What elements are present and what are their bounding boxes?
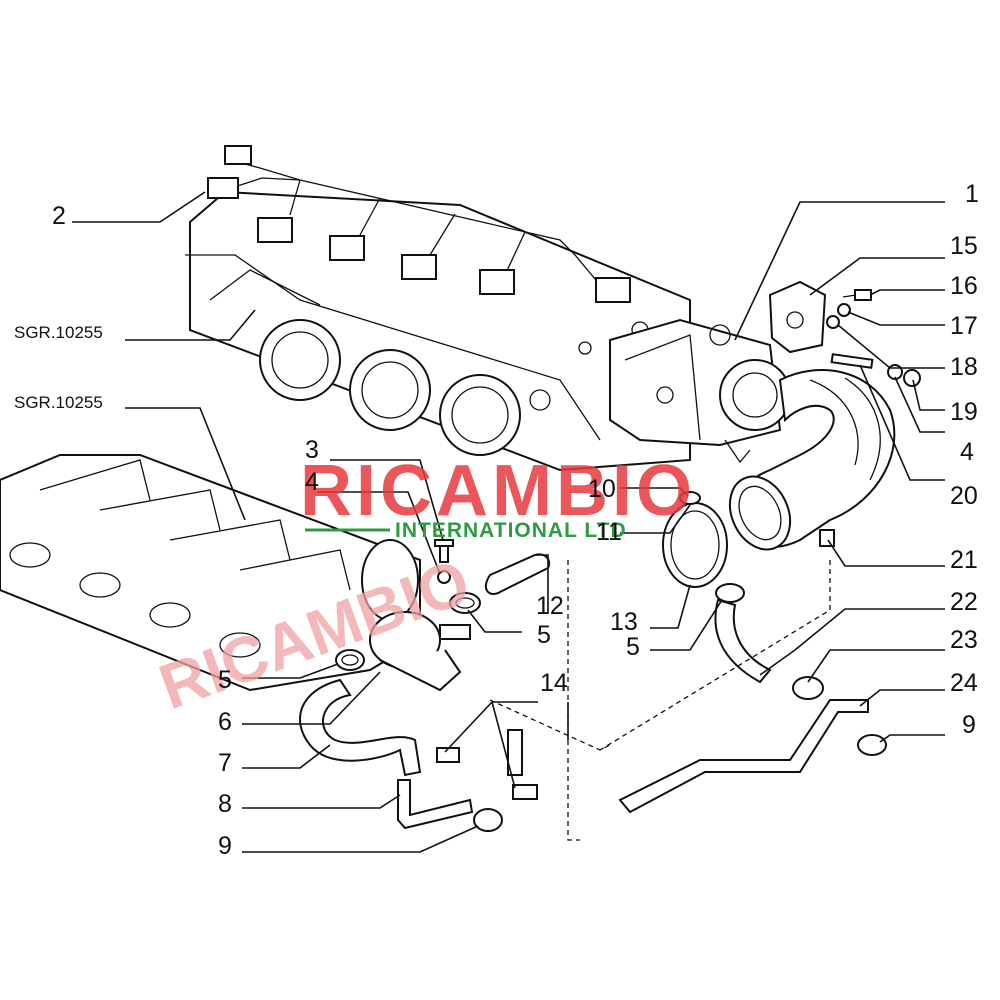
assembly-guide-2 bbox=[599, 560, 831, 751]
hose-clip-center bbox=[449, 592, 481, 614]
hose-clip-right bbox=[715, 583, 745, 603]
callout-12: 12 bbox=[536, 592, 564, 620]
nut-2 bbox=[903, 369, 921, 387]
bleed-screw bbox=[434, 539, 454, 584]
callout-5-left: 5 bbox=[218, 666, 232, 694]
callout-24: 24 bbox=[950, 669, 978, 697]
callout-numbers: 1 15 16 17 18 19 4 20 21 22 23 24 9 2 3 … bbox=[52, 180, 979, 860]
callout-22: 22 bbox=[950, 588, 978, 616]
callout-11: 11 bbox=[596, 518, 622, 546]
hose-clamp-inner bbox=[670, 510, 720, 580]
hose-clip-left bbox=[335, 649, 365, 671]
sensor-bracket bbox=[768, 280, 827, 354]
clip bbox=[679, 491, 701, 505]
callout-23: 23 bbox=[950, 626, 978, 654]
pipe-8 bbox=[397, 779, 474, 830]
washer-2 bbox=[826, 315, 840, 329]
reference-code-manifold: SGR.10255 bbox=[14, 393, 103, 412]
throttle-body bbox=[609, 318, 791, 464]
callout-10: 10 bbox=[588, 475, 616, 503]
callout-1: 1 bbox=[965, 180, 979, 208]
auxiliary-pump bbox=[369, 611, 471, 692]
callout-13: 13 bbox=[610, 608, 638, 636]
callout-2: 2 bbox=[52, 202, 66, 230]
leader-lines bbox=[72, 191, 945, 853]
callout-21: 21 bbox=[950, 546, 978, 574]
hose-clip-23 bbox=[792, 676, 824, 700]
callout-15: 15 bbox=[950, 232, 978, 260]
callout-16: 16 bbox=[950, 272, 978, 300]
reference-code-head: SGR.10255 bbox=[14, 323, 103, 342]
sleeve-9-right bbox=[857, 734, 887, 756]
short-hose bbox=[484, 553, 551, 595]
callout-9-left: 9 bbox=[218, 832, 232, 860]
wiring-harness bbox=[207, 145, 631, 303]
callout-18: 18 bbox=[950, 353, 978, 381]
assembly-guide bbox=[567, 560, 580, 841]
air-intake-duct bbox=[728, 369, 896, 551]
callout-14: 14 bbox=[540, 669, 568, 697]
screw bbox=[842, 289, 872, 301]
curved-hose-22 bbox=[714, 598, 772, 684]
pipe-24 bbox=[618, 699, 869, 814]
callout-6: 6 bbox=[218, 708, 232, 736]
sleeve-9-left bbox=[473, 808, 503, 832]
sleeves-14 bbox=[436, 729, 538, 800]
callout-8: 8 bbox=[218, 790, 232, 818]
callout-5-right: 5 bbox=[626, 633, 640, 661]
callout-4-right: 4 bbox=[960, 438, 974, 466]
callout-3: 3 bbox=[305, 436, 319, 464]
cylinder-head-assembly bbox=[185, 190, 691, 472]
washer bbox=[837, 303, 851, 317]
callout-19: 19 bbox=[950, 398, 978, 426]
assembly-guide-3 bbox=[489, 699, 611, 751]
callout-5-center: 5 bbox=[537, 621, 551, 649]
stud bbox=[830, 353, 874, 369]
callout-20: 20 bbox=[950, 482, 978, 510]
bent-hose-6-7 bbox=[299, 678, 422, 777]
callout-4-center: 4 bbox=[305, 468, 319, 496]
callout-9-right: 9 bbox=[962, 711, 976, 739]
watermark-subtitle: INTERNATIONAL LTD bbox=[395, 519, 627, 542]
callout-17: 17 bbox=[950, 312, 978, 340]
watermark-title: RICAMBIO bbox=[300, 451, 696, 531]
callout-7: 7 bbox=[218, 749, 232, 777]
